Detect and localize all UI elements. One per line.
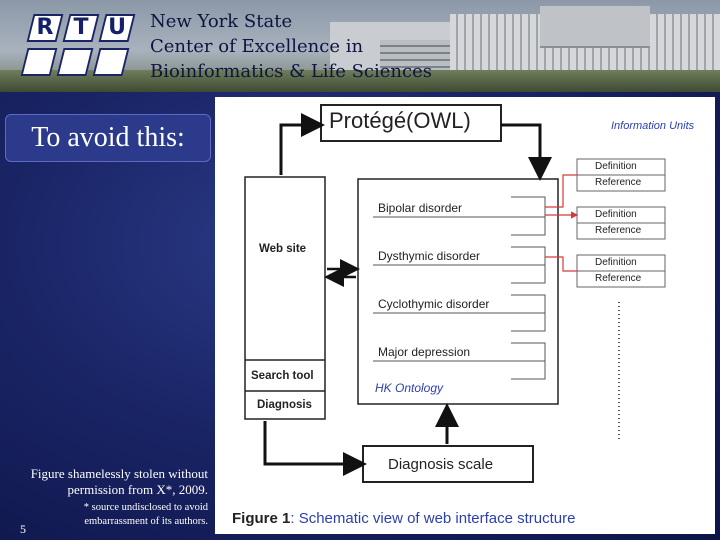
website-box (245, 177, 325, 419)
definition-label: Definition (595, 209, 637, 220)
logo-tile (57, 48, 94, 76)
org-title: New York State Center of Excellence in B… (150, 9, 432, 84)
slide-heading: To avoid this: (5, 114, 211, 162)
logo-tile (93, 48, 130, 76)
org-line: New York State (150, 9, 432, 34)
org-line: Center of Excellence in (150, 34, 432, 59)
logo-letter: R (32, 16, 58, 40)
figure-caption: Figure 1: Schematic view of web interfac… (232, 510, 575, 527)
logo-letter: T (68, 16, 94, 40)
org-line: Bioinformatics & Life Sciences (150, 59, 432, 84)
page-number: 5 (20, 522, 26, 537)
reference-label: Reference (595, 225, 641, 236)
website-label: Web site (259, 243, 306, 255)
reference-label: Reference (595, 177, 641, 188)
definition-label: Definition (595, 257, 637, 268)
disorder-item: Cyclothymic disorder (378, 297, 489, 311)
footnote: * source undisclosed to avoid embarrassm… (40, 501, 208, 529)
disorder-item: Major depression (378, 345, 470, 359)
definition-label: Definition (595, 161, 637, 172)
search-tool-label: Search tool (251, 370, 314, 382)
disorder-item: Bipolar disorder (378, 201, 462, 215)
figure-credit: Figure shamelessly stolen without permis… (8, 466, 208, 498)
protege-label: Protégé(OWL) (329, 108, 471, 134)
logo-letter: U (104, 16, 130, 40)
rtu-logo: R T U (20, 10, 138, 80)
info-units-label: Information Units (611, 120, 694, 132)
diagnosis-scale-label: Diagnosis scale (388, 456, 493, 473)
logo-tile (21, 48, 58, 76)
building-photo (540, 6, 650, 48)
schematic-figure: Protégé(OWL) Information Units Web site … (215, 97, 715, 534)
figure-caption-prefix: Figure 1 (232, 510, 290, 527)
header-banner: R T U New York State Center of Excellenc… (0, 0, 720, 92)
figure-caption-text: : Schematic view of web interface struct… (290, 510, 575, 527)
ontology-label: HK Ontology (375, 381, 443, 395)
reference-label: Reference (595, 273, 641, 284)
diagnosis-label: Diagnosis (257, 399, 312, 411)
disorder-item: Dysthymic disorder (378, 249, 480, 263)
